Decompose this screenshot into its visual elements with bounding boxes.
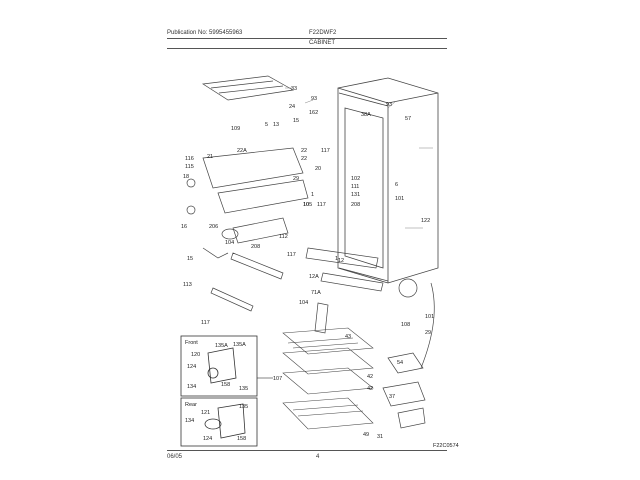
callout-label: 113 xyxy=(183,282,192,288)
inset-front-title: Front xyxy=(185,340,198,346)
inset-front-label: 120 xyxy=(191,352,200,358)
header-rule-bottom xyxy=(167,48,447,49)
callout-label: 102 xyxy=(351,176,360,182)
bracket-strips xyxy=(210,247,384,334)
callout-label: 12A xyxy=(309,274,319,280)
figure-code: F22C0574 xyxy=(433,443,459,449)
callout-label: 105 xyxy=(303,202,312,208)
callout-label: 33 xyxy=(291,86,297,92)
callout-label: 15 xyxy=(293,118,299,124)
callout-label: 42 xyxy=(367,374,373,380)
evaporator-assembly xyxy=(186,147,309,259)
callout-label: 162 xyxy=(309,110,318,116)
inset-front-label: 158 xyxy=(221,382,230,388)
wire-shelves xyxy=(282,327,374,430)
callout-label: 15 xyxy=(187,256,193,262)
callout-label: 117 xyxy=(201,320,210,326)
callout-label: 16 xyxy=(181,224,187,230)
callout-label: 20 xyxy=(315,166,321,172)
header-rule-top xyxy=(167,38,447,39)
callout-label: 116 xyxy=(185,156,194,162)
model-number: F22DWF2 xyxy=(309,30,337,36)
callout-label: 57 xyxy=(405,116,411,122)
callout-label: 38A xyxy=(361,112,371,118)
callout-label: 131 xyxy=(351,192,360,198)
callout-label: 206 xyxy=(209,224,218,230)
callout-label: 22 xyxy=(301,148,307,154)
inset-rear-label: 158 xyxy=(237,436,246,442)
callout-label: 208 xyxy=(251,244,260,250)
inset-rear-labels: 135 134 121 124 158 xyxy=(185,404,248,442)
callout-label: 13 xyxy=(273,122,279,128)
callout-label: 54 xyxy=(397,360,403,366)
inset-rear-title: Rear xyxy=(185,402,197,408)
cabinet-body xyxy=(337,77,439,284)
callout-label: 37 xyxy=(389,394,395,400)
callout-label: 1 xyxy=(335,256,338,262)
callout-label: 10 xyxy=(303,202,309,208)
callout-label: 122 xyxy=(421,218,430,224)
publication-number: Publication No: 5995455963 xyxy=(167,30,243,36)
inset-rear-label: 121 xyxy=(201,410,210,416)
callout-label: 21 xyxy=(207,154,213,160)
callout-label: 107 xyxy=(273,376,282,382)
callout-label: 43 xyxy=(345,334,351,340)
callout-label: 71A xyxy=(311,290,321,296)
callout-label: 1 xyxy=(311,192,314,198)
callout-label: 135A xyxy=(233,342,246,348)
inset-front-label: 135A xyxy=(215,343,228,349)
callout-label: 31 xyxy=(377,434,383,440)
callout-label: 117 xyxy=(321,148,330,154)
callout-label: 29 xyxy=(293,176,299,182)
callout-label: 104 xyxy=(299,300,308,306)
callout-label: 5 xyxy=(265,122,268,128)
footer-rule xyxy=(167,450,447,451)
callout-label: 109 xyxy=(231,126,240,132)
footer-page: 4 xyxy=(316,454,320,460)
inset-front-labels: 120 135A 124 158 134 135 xyxy=(187,343,248,392)
callout-label: 111 xyxy=(351,184,359,190)
inset-rear-label: 124 xyxy=(203,436,212,442)
callout-label: 24 xyxy=(289,104,295,110)
callout-label: 101 xyxy=(395,196,404,202)
callout-label: 108 xyxy=(401,322,410,328)
callout-label: 22A xyxy=(237,148,247,154)
callout-label: 93 xyxy=(311,96,317,102)
callout-label: 49 xyxy=(363,432,369,438)
callout-label: 93 xyxy=(386,102,392,108)
top-cover xyxy=(201,75,295,101)
callout-label: 115 xyxy=(185,164,194,170)
inset-front-label: 135 xyxy=(239,386,248,392)
callout-label: 104 xyxy=(225,240,234,246)
callout-label: 12 xyxy=(338,258,344,264)
inset-front-label: 124 xyxy=(187,364,196,370)
callout-label: 22 xyxy=(301,156,307,162)
leader-lines xyxy=(285,87,433,229)
drawer-tray xyxy=(382,278,435,429)
callout-label: 117 xyxy=(317,202,326,208)
callout-label: 112 xyxy=(279,234,288,240)
inset-rear-label: 135 xyxy=(239,404,248,410)
callout-label: 42 xyxy=(367,386,373,392)
inset-front-label: 134 xyxy=(187,384,196,390)
footer-date: 06/05 xyxy=(167,454,183,460)
callout-label: 29 xyxy=(425,330,431,336)
section-title: CABINET xyxy=(309,40,336,46)
callout-label: 101 xyxy=(425,314,434,320)
callout-label: 18 xyxy=(183,174,189,180)
callout-label: 6 xyxy=(395,182,398,188)
parts-diagram-sheet: Publication No: 5995455963 F22DWF2 CABIN… xyxy=(133,22,503,468)
inset-front-box xyxy=(180,335,258,397)
callout-label: 117 xyxy=(287,252,296,258)
callout-label: 208 xyxy=(351,202,360,208)
inset-rear-box xyxy=(180,397,258,447)
inset-rear-label: 134 xyxy=(185,418,194,424)
